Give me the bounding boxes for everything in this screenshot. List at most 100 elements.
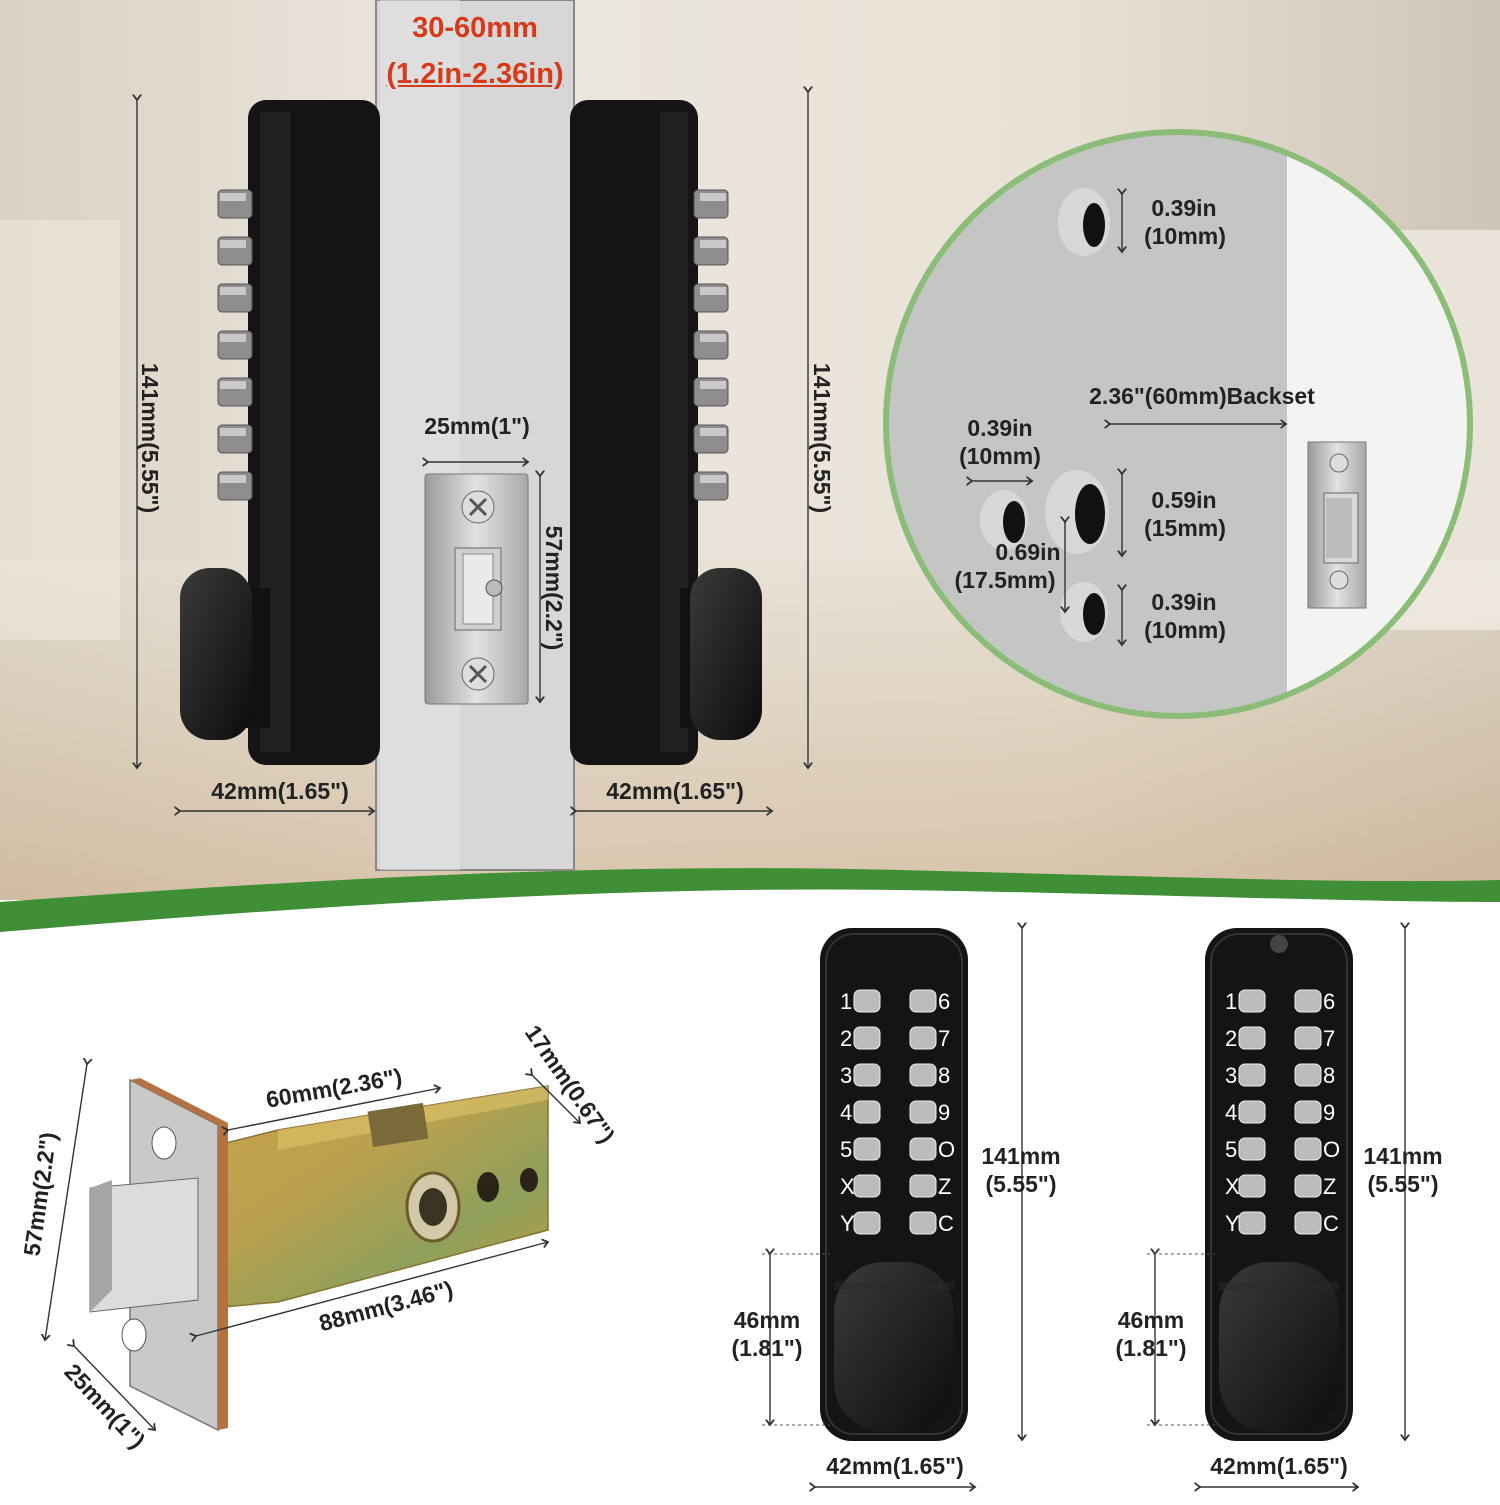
bottom-hole-mm: (10mm) xyxy=(1144,617,1226,643)
depth-right-label: 42mm(1.65") xyxy=(606,778,744,804)
key-label: 7 xyxy=(938,1026,950,1051)
key-label: 2 xyxy=(1225,1026,1237,1051)
keypad-button: 6 xyxy=(1294,989,1335,1014)
key-label: Y xyxy=(1225,1211,1240,1236)
side-button xyxy=(693,330,729,360)
keypad-button: 5 xyxy=(840,1137,881,1162)
keypad-a-width: 42mm(1.65") xyxy=(826,1453,964,1479)
keypad-button: 9 xyxy=(1294,1100,1335,1125)
keypad-button: 2 xyxy=(1225,1026,1266,1051)
keypad-button: 6 xyxy=(909,989,950,1014)
left-knob xyxy=(180,568,270,740)
side-button xyxy=(217,424,253,454)
side-button xyxy=(217,283,253,313)
key-label: O xyxy=(1323,1137,1340,1162)
left-side-buttons xyxy=(217,189,253,501)
keypad-button: 7 xyxy=(909,1026,950,1051)
keypad-knob xyxy=(834,1262,954,1432)
key-label: 1 xyxy=(1225,989,1237,1014)
key-label: O xyxy=(938,1137,955,1162)
side-button xyxy=(693,424,729,454)
strike-width-label: 25mm(1") xyxy=(424,413,530,439)
side-button xyxy=(217,236,253,266)
key-label: Y xyxy=(840,1211,855,1236)
key-label: C xyxy=(1323,1211,1339,1236)
key-label: 9 xyxy=(938,1100,950,1125)
key-label: C xyxy=(938,1211,954,1236)
keypad-b-height-mm: 141mm xyxy=(1363,1143,1443,1169)
right-lock-body xyxy=(570,100,698,765)
key-label: 4 xyxy=(1225,1100,1237,1125)
keypad-a-knob-in: (1.81") xyxy=(731,1335,803,1361)
backset-label: 2.36"(60mm)Backset xyxy=(1089,383,1315,409)
keypad-b-width: 42mm(1.65") xyxy=(1210,1453,1348,1479)
top-hole-in: 0.39in xyxy=(1151,195,1217,221)
keypad-button: X xyxy=(1225,1174,1266,1199)
side-button xyxy=(693,236,729,266)
keypad-button: 8 xyxy=(1294,1063,1335,1088)
strike-plate xyxy=(424,473,529,705)
bottom-hole-in: 0.39in xyxy=(1151,589,1217,615)
keypad-button: 1 xyxy=(840,989,881,1014)
keypad-button: 3 xyxy=(840,1063,881,1088)
key-label: 2 xyxy=(840,1026,852,1051)
left-hole-in: 0.39in xyxy=(967,415,1033,441)
key-label: 6 xyxy=(1323,989,1335,1014)
height-right-label: 141mm(5.55") xyxy=(809,362,835,514)
keypad-button: 5 xyxy=(1225,1137,1266,1162)
keypad-b-knob-in: (1.81") xyxy=(1115,1335,1187,1361)
key-label: 9 xyxy=(1323,1100,1335,1125)
key-label: 4 xyxy=(840,1100,852,1125)
door-thickness-mm: 30-60mm xyxy=(412,12,538,44)
keypad-button: O xyxy=(909,1137,955,1162)
keypad-knob xyxy=(1219,1262,1339,1432)
left-hole-mm: (10mm) xyxy=(959,443,1041,469)
side-button xyxy=(693,189,729,219)
key-label: X xyxy=(1225,1174,1240,1199)
spacing-mm: (17.5mm) xyxy=(954,567,1056,593)
center-hole-mm: (15mm) xyxy=(1144,515,1226,541)
keypad-button: 4 xyxy=(840,1100,881,1125)
side-button xyxy=(693,471,729,501)
side-button xyxy=(693,283,729,313)
white-lower-panel xyxy=(0,889,1500,1500)
key-label: 3 xyxy=(840,1063,852,1088)
strike-height-label: 57mm(2.2") xyxy=(541,525,567,651)
key-label: 6 xyxy=(938,989,950,1014)
keypad-button: Z xyxy=(909,1174,951,1199)
side-button xyxy=(217,330,253,360)
keypad-a-height-in: (5.55") xyxy=(985,1171,1057,1197)
keypad-button: Y xyxy=(1225,1211,1266,1236)
key-label: 5 xyxy=(1225,1137,1237,1162)
keypad-a-height-mm: 141mm xyxy=(981,1143,1061,1169)
keypad-button: 4 xyxy=(1225,1100,1266,1125)
keypad-button: 7 xyxy=(1294,1026,1335,1051)
side-button xyxy=(693,377,729,407)
keypad-button: 2 xyxy=(840,1026,881,1051)
key-label: X xyxy=(840,1174,855,1199)
side-button xyxy=(217,189,253,219)
spacing-in: 0.69in xyxy=(995,539,1061,565)
key-label: 5 xyxy=(840,1137,852,1162)
keypad-button: C xyxy=(909,1211,954,1236)
key-label: Z xyxy=(938,1174,951,1199)
right-side-buttons xyxy=(693,189,729,501)
center-hole-in: 0.59in xyxy=(1151,487,1217,513)
keypad-button: O xyxy=(1294,1137,1340,1162)
keypad-a-knob-mm: 46mm xyxy=(733,1307,801,1333)
keypad-button: Y xyxy=(840,1211,881,1236)
key-label: 8 xyxy=(938,1063,950,1088)
key-label: 7 xyxy=(1323,1026,1335,1051)
depth-left-label: 42mm(1.65") xyxy=(211,778,349,804)
key-label: Z xyxy=(1323,1174,1336,1199)
keypad-button: 9 xyxy=(909,1100,950,1125)
key-label: 1 xyxy=(840,989,852,1014)
keypad-button: X xyxy=(840,1174,881,1199)
key-label: 3 xyxy=(1225,1063,1237,1088)
key-label: 8 xyxy=(1323,1063,1335,1088)
side-button xyxy=(217,471,253,501)
latch-assembly xyxy=(45,1064,580,1432)
